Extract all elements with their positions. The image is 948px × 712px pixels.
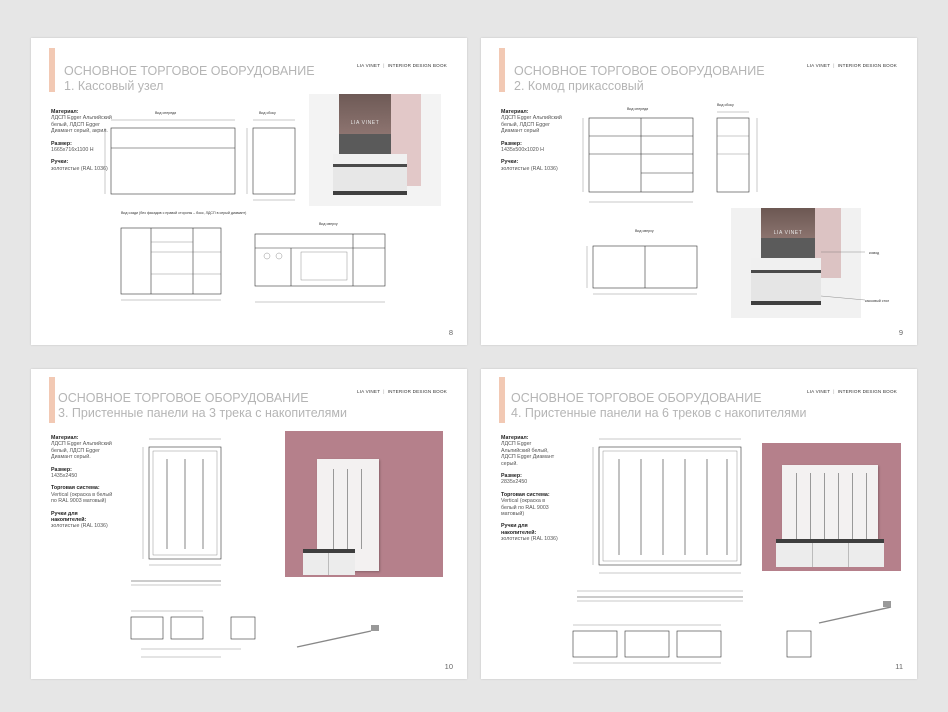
render-storage-units <box>303 549 355 575</box>
technical-drawings: Вид спереди Вид сбоку Вид сверху <box>582 103 758 295</box>
technical-drawings: Вид спереди Вид сбоку Вид сзади (без фас… <box>104 111 386 303</box>
accent-bar <box>499 377 505 423</box>
render-storage-units <box>776 539 884 567</box>
spec-info: Материал:ЛДСП Egger Альпийский белый, ЛД… <box>501 109 562 172</box>
label-chest: комод <box>869 251 880 255</box>
page-number: 9 <box>898 328 903 337</box>
caption-front: Вид спереди <box>627 107 648 111</box>
render-counter-body <box>333 167 407 195</box>
technical-drawings <box>130 438 379 658</box>
page-10: ОСНОВНОЕ ТОРГОВОЕ ОБОРУДОВАНИЕ 3. Присте… <box>31 369 467 679</box>
page-title: ОСНОВНОЕ ТОРГОВОЕ ОБОРУДОВАНИЕ 3. Присте… <box>58 391 347 420</box>
spec-info: Материал:ЛДСП Egger Альпийский белый, ЛД… <box>51 435 113 530</box>
spec-info: Материал:ЛДСП Egger Альпийский белый, ЛД… <box>51 109 112 172</box>
page-title: ОСНОВНОЕ ТОРГОВОЕ ОБОРУДОВАНИЕ 2. Комод … <box>514 64 765 93</box>
technical-drawings <box>572 438 892 664</box>
brand-header: LIA VINET|INTERIOR DESIGN BOOK <box>356 389 447 394</box>
page-number: 10 <box>444 662 453 671</box>
page-number: 8 <box>448 328 453 337</box>
page-number: 11 <box>895 662 903 671</box>
render-logo: LIA VINET <box>773 230 803 236</box>
page-8: ОСНОВНОЕ ТОРГОВОЕ ОБОРУДОВАНИЕ 1. Кассов… <box>31 38 467 345</box>
product-render <box>285 431 443 577</box>
spec-info: Материал:ЛДСП Egger Альпийский белый, ЛД… <box>501 435 558 543</box>
brand-header: LIA VINET|INTERIOR DESIGN BOOK <box>356 63 447 68</box>
product-render: LIA VINET <box>309 94 441 206</box>
brand-header: LIA VINET|INTERIOR DESIGN BOOK <box>806 389 897 394</box>
page-title: ОСНОВНОЕ ТОРГОВОЕ ОБОРУДОВАНИЕ 1. Кассов… <box>64 64 315 93</box>
accent-bar <box>49 48 55 92</box>
caption-side: Вид сбоку <box>717 103 734 107</box>
label-cash-desk: кассовый стол <box>865 299 889 303</box>
caption-front: Вид спереди <box>155 111 176 115</box>
render-labels: комод кассовый стол <box>820 251 889 303</box>
render-chest <box>751 258 821 273</box>
render-counter-top <box>333 154 407 167</box>
page-9: ОСНОВНОЕ ТОРГОВОЕ ОБОРУДОВАНИЕ 2. Комод … <box>481 38 917 345</box>
brand-header: LIA VINET|INTERIOR DESIGN BOOK <box>806 63 897 68</box>
accent-bar <box>49 377 55 423</box>
caption-top: Вид сверху <box>319 222 338 226</box>
accent-bar <box>499 48 505 92</box>
product-render: LIA VINET <box>731 208 861 318</box>
page-11: ОСНОВНОЕ ТОРГОВОЕ ОБОРУДОВАНИЕ 4. Присте… <box>481 369 917 679</box>
caption-side: Вид сбоку <box>259 111 276 115</box>
render-logo: LIA VINET <box>350 120 380 126</box>
page-title: ОСНОВНОЕ ТОРГОВОЕ ОБОРУДОВАНИЕ 4. Присте… <box>511 391 807 420</box>
caption-back: Вид сзади (без фасадов с правой стороны … <box>121 211 246 215</box>
product-render <box>762 443 901 571</box>
render-counter-body <box>751 273 821 305</box>
caption-top: Вид сверху <box>635 229 654 233</box>
